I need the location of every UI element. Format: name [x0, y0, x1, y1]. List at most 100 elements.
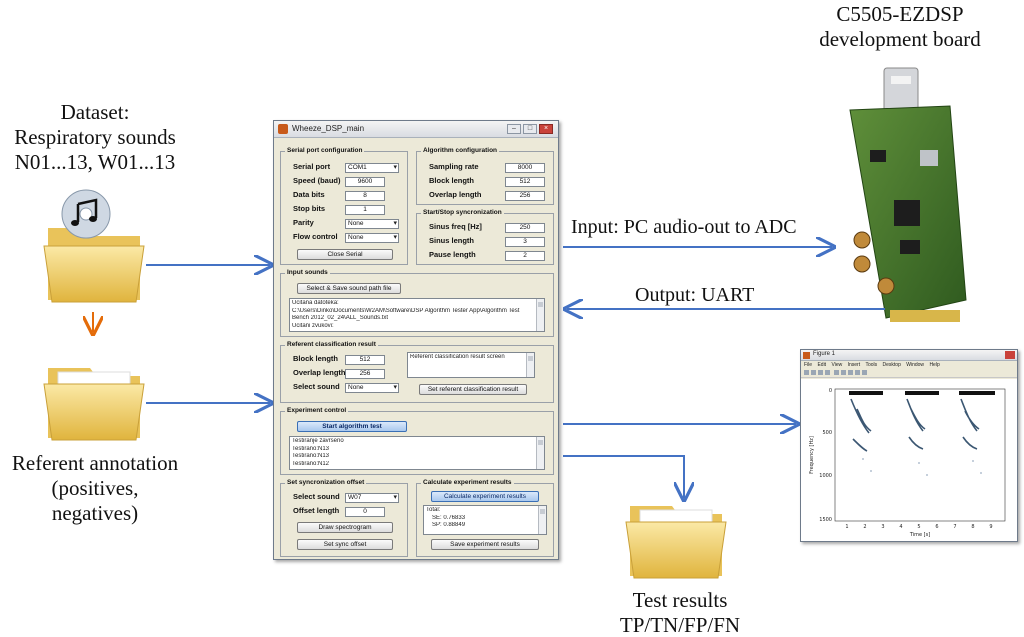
offset-length-label: Offset length	[293, 506, 340, 515]
menu-window[interactable]: Window	[906, 362, 925, 368]
rotate-icon[interactable]	[862, 370, 867, 375]
input-sounds-title: Input sounds	[285, 269, 330, 276]
x-tick-label: 4	[899, 524, 902, 530]
open-icon[interactable]	[811, 370, 816, 375]
y-tick-label: 0	[829, 388, 832, 394]
spectrogram-plot-area: 0 500 1000 1500 1 2 3 4 5 6 7 8 9 Time […	[801, 379, 1017, 541]
close-icon[interactable]: ×	[539, 124, 553, 134]
x-tick-label: 3	[881, 524, 884, 530]
input-arrow-label: Input: PC audio-out to ADC	[571, 216, 797, 238]
set-sync-offset-button[interactable]: Set sync offset	[297, 539, 393, 550]
sampling-rate-field[interactable]: 8000	[505, 163, 545, 173]
x-tick-label: 5	[917, 524, 920, 530]
referent-result-screen[interactable]: Referent classification result screen	[407, 352, 535, 378]
x-tick-label: 6	[935, 524, 938, 530]
dataset-caption-line: N01...13, W01...13	[14, 150, 176, 174]
pause-length-field[interactable]: 2	[505, 251, 545, 261]
experiment-log[interactable]: Testiranje zavrseno Testirano:N13 Testir…	[289, 436, 545, 470]
menu-insert[interactable]: Insert	[847, 362, 861, 368]
log-line: C:\Users\Dinko\Documents\W2AM\Software\D…	[292, 307, 520, 314]
sync-marker-1	[849, 391, 883, 395]
referent-block-length-label: Block length	[293, 354, 339, 363]
referent-caption: Referent annotation (positives, negative…	[0, 451, 190, 526]
referent-overlap-field[interactable]: 256	[345, 369, 385, 379]
menu-edit[interactable]: Edit	[817, 362, 827, 368]
results-caption-line: Test results	[632, 588, 728, 612]
scrollbar[interactable]	[526, 353, 534, 377]
save-icon[interactable]	[818, 370, 823, 375]
menu-desktop[interactable]: Desktop	[882, 362, 901, 368]
menu-tools[interactable]: Tools	[865, 362, 878, 368]
sinus-length-field[interactable]: 3	[505, 237, 545, 247]
serial-port-select[interactable]: COM1	[345, 163, 399, 173]
stop-bits-field[interactable]: 1	[345, 205, 385, 215]
menu-file[interactable]: File	[804, 362, 813, 368]
serial-port-label: Serial port	[293, 162, 331, 171]
set-referent-result-button[interactable]: Set referent classification result	[419, 384, 527, 395]
close-icon[interactable]	[1005, 351, 1015, 359]
result-line: SE: 0.76833	[432, 514, 466, 521]
scrollbar[interactable]	[536, 299, 544, 331]
serial-panel-title: Serial port configuration	[285, 147, 365, 154]
overlap-length-field[interactable]: 256	[505, 191, 545, 201]
minimize-icon[interactable]: –	[507, 124, 521, 134]
pointer-icon[interactable]	[834, 370, 839, 375]
referent-caption-line: negatives)	[51, 501, 139, 525]
maximize-icon[interactable]: □	[523, 124, 537, 134]
y-tick-label: 1500	[819, 517, 832, 523]
offset-sound-select[interactable]: W07	[345, 493, 399, 503]
figure-toolbar	[801, 369, 1017, 378]
referent-block-length-field[interactable]: 512	[345, 355, 385, 365]
new-icon[interactable]	[804, 370, 809, 375]
block-length-field[interactable]: 512	[505, 177, 545, 187]
print-icon[interactable]	[825, 370, 830, 375]
save-results-button[interactable]: Save experiment results	[431, 539, 539, 550]
log-line: Testirano:N13	[292, 445, 330, 452]
board-caption-line: C5505-EZDSP	[836, 2, 964, 26]
referent-sound-select[interactable]: None	[345, 383, 399, 393]
board-caption-line: development board	[819, 27, 981, 51]
data-bits-field[interactable]: 8	[345, 191, 385, 201]
sync-panel-title: Start/Stop syncronization	[421, 209, 504, 216]
pan-icon[interactable]	[855, 370, 860, 375]
calculate-results-panel: Calculate experiment results Calculate e…	[416, 479, 554, 557]
input-sounds-log[interactable]: Ucitana datoteka: C:\Users\Dinko\Documen…	[289, 298, 545, 332]
x-tick-label: 8	[971, 524, 974, 530]
axes-box	[834, 388, 1006, 522]
window-title: Wheeze_DSP_main	[292, 124, 365, 133]
sinus-freq-field[interactable]: 250	[505, 223, 545, 233]
results-listbox[interactable]: Total: SE: 0.76833 SP: 0.88849	[423, 505, 547, 535]
dataset-caption-line: Respiratory sounds	[14, 125, 176, 149]
referent-overlap-label: Overlap length	[293, 368, 346, 377]
start-algorithm-test-button[interactable]: Start algorithm test	[297, 421, 407, 432]
board-caption: C5505-EZDSP development board	[805, 2, 995, 52]
parity-select[interactable]: None	[345, 219, 399, 229]
referent-caption-line: (positives,	[51, 476, 139, 500]
log-line: Ucitana datoteka:	[292, 300, 339, 306]
x-tick-label: 9	[989, 524, 992, 530]
results-folder-icon	[625, 506, 727, 579]
scrollbar[interactable]	[536, 437, 544, 469]
menu-view[interactable]: View	[831, 362, 843, 368]
sync-marker-2	[905, 391, 939, 395]
close-serial-button[interactable]: Close Serial	[297, 249, 393, 260]
spectrogram-noise	[862, 458, 982, 476]
select-save-sound-path-button[interactable]: Select & Save sound path file	[297, 283, 401, 294]
calculate-results-button[interactable]: Calculate experiment results	[431, 491, 539, 502]
log-line: Testiranje zavrseno	[292, 438, 344, 444]
referent-screen-text: Referent classification result screen	[410, 354, 505, 360]
zoom-out-icon[interactable]	[848, 370, 853, 375]
scrollbar[interactable]	[538, 506, 546, 534]
flow-control-select[interactable]: None	[345, 233, 399, 243]
x-axis-label: Time [s]	[909, 532, 930, 538]
zoom-in-icon[interactable]	[841, 370, 846, 375]
figure-window: Figure 1 File Edit View Insert Tools Des…	[800, 349, 1018, 542]
sync-offset-title: Set syncronization offset	[285, 479, 367, 486]
offset-length-field[interactable]: 0	[345, 507, 385, 517]
menu-help[interactable]: Help	[929, 362, 940, 368]
algorithm-panel-title: Algorithm configuration	[421, 147, 500, 154]
sampling-rate-label: Sampling rate	[429, 162, 479, 171]
speed-field[interactable]: 9600	[345, 177, 385, 187]
draw-spectrogram-button[interactable]: Draw spectrogram	[297, 522, 393, 533]
referent-caption-line: Referent annotation	[11, 451, 179, 475]
